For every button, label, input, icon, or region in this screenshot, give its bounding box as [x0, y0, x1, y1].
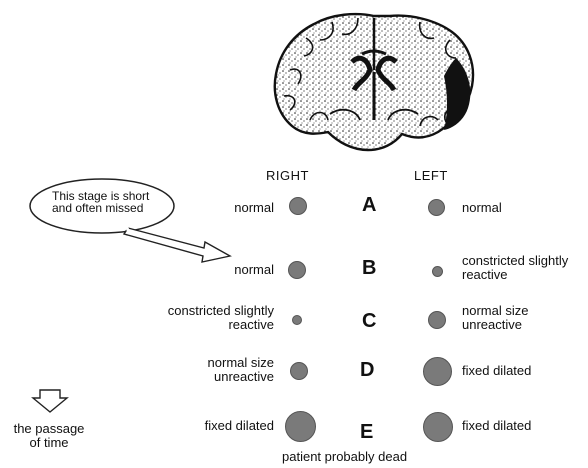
- row-c-stage: C: [362, 311, 376, 331]
- row-d-left-label: fixed dilated: [462, 364, 572, 378]
- row-e-stage: E: [360, 422, 373, 442]
- header-right: RIGHT: [266, 168, 309, 183]
- callout-text: This stage is short and often missed: [52, 190, 152, 214]
- row-e-left-pupil: [423, 412, 453, 442]
- row-b-stage: B: [362, 258, 376, 278]
- header-left: LEFT: [414, 168, 448, 183]
- row-c-right-label: constricted slightly reactive: [128, 304, 274, 332]
- row-b-left-pupil: [432, 266, 443, 277]
- time-label: the passage of time: [8, 422, 90, 450]
- row-a-right-pupil: [289, 197, 307, 215]
- row-a-stage: A: [362, 195, 376, 215]
- row-a-left-label: normal: [462, 201, 552, 215]
- row-d-right-label: normal size unreactive: [152, 356, 274, 384]
- footer-caption: patient probably dead: [282, 450, 482, 464]
- row-c-left-label: normal size unreactive: [462, 304, 562, 332]
- row-a-right-label: normal: [170, 201, 274, 215]
- brain-coronal-section-icon: [270, 10, 480, 160]
- row-c-left-pupil: [428, 311, 446, 329]
- row-e-right-label: fixed dilated: [150, 419, 274, 433]
- row-d-left-pupil: [423, 357, 452, 386]
- row-e-right-pupil: [285, 411, 316, 442]
- row-b-left-label: constricted slightly reactive: [462, 254, 586, 282]
- row-c-right-pupil: [292, 315, 302, 325]
- row-b-right-pupil: [288, 261, 306, 279]
- row-d-stage: D: [360, 360, 374, 380]
- row-a-left-pupil: [428, 199, 445, 216]
- row-b-right-label: normal: [170, 263, 274, 277]
- down-arrow-icon: [30, 388, 70, 414]
- row-e-left-label: fixed dilated: [462, 419, 572, 433]
- row-d-right-pupil: [290, 362, 308, 380]
